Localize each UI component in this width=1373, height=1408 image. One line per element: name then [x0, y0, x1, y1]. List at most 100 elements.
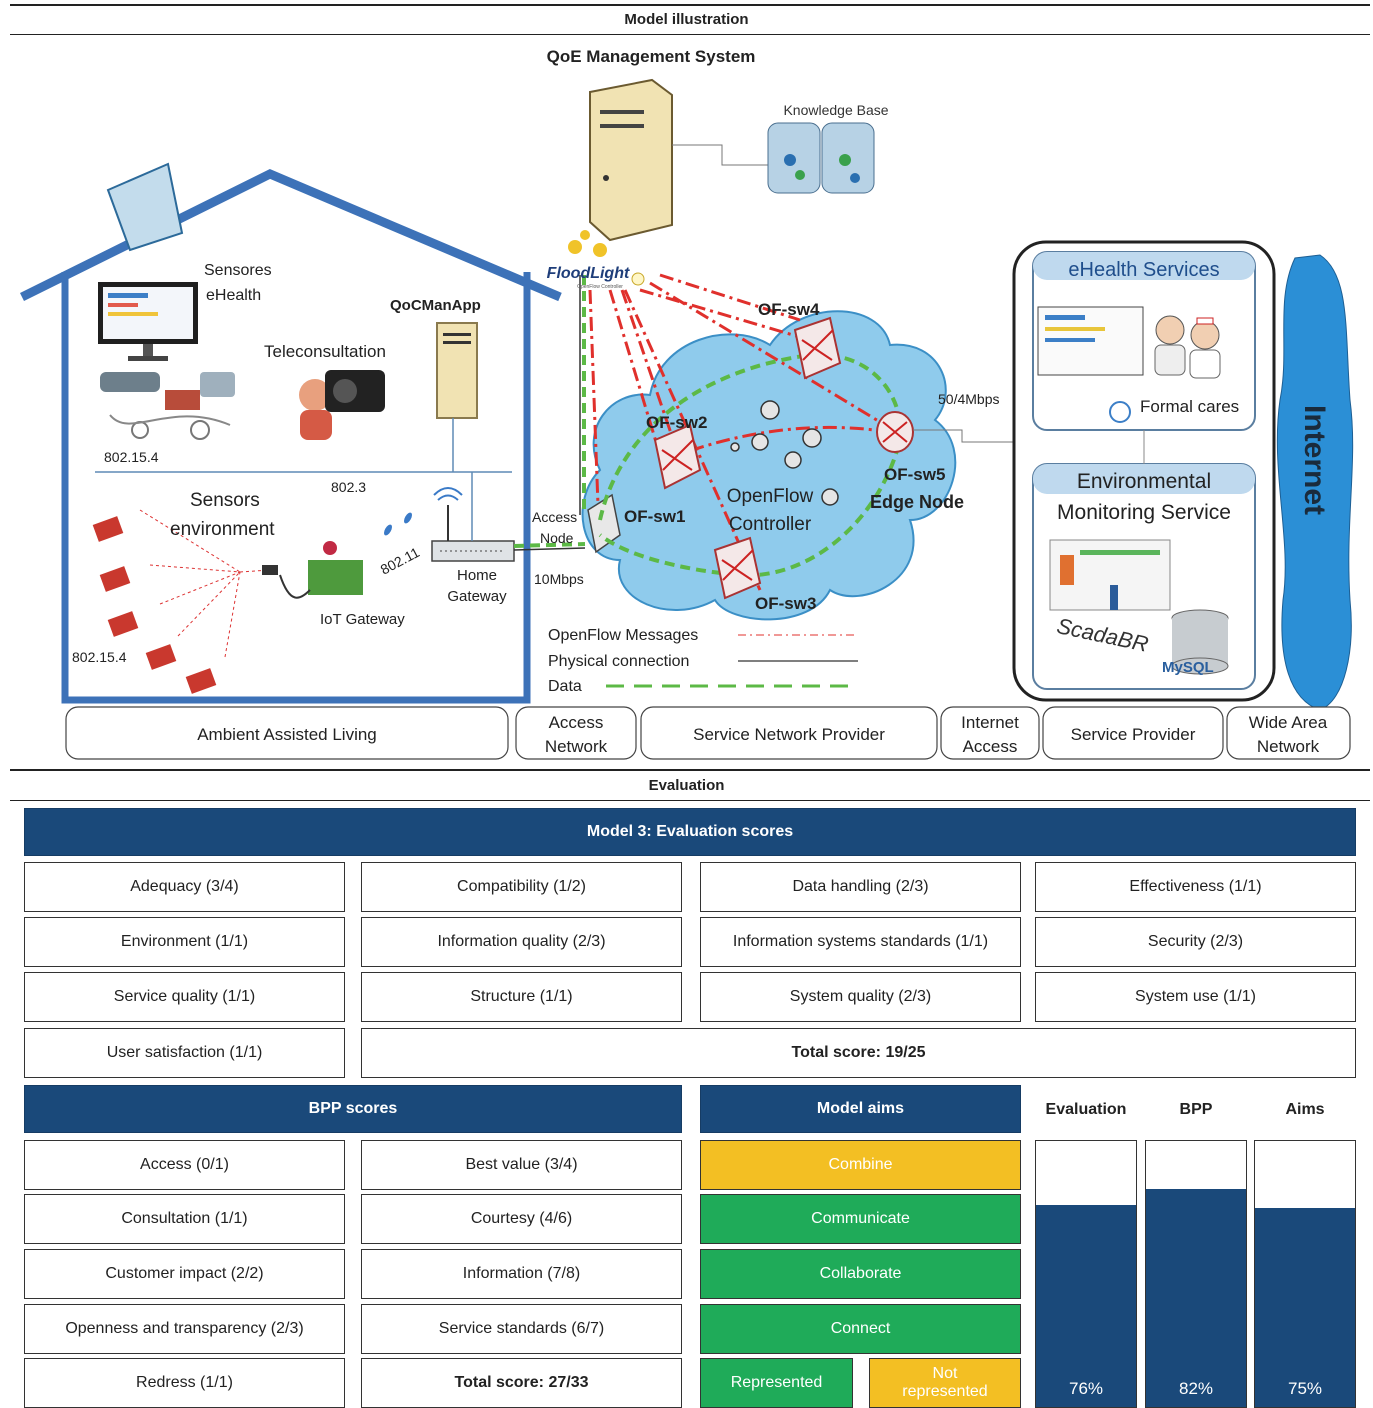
zone-wan-1: Wide Area: [1249, 713, 1328, 732]
qoe-server-icon: [589, 78, 673, 242]
edge-node-label: Edge Node: [870, 492, 964, 512]
sw4-label: OF-sw4: [758, 300, 820, 319]
score-bar-fill: [1146, 1188, 1246, 1407]
evaluation-item: User satisfaction (1/1): [24, 1028, 345, 1078]
aim-collaborate: Collaborate: [700, 1249, 1021, 1299]
qocmanapp-server-icon: [436, 322, 478, 472]
sensores-label: Sensores: [204, 262, 272, 279]
of-controller-label-2: Controller: [729, 514, 812, 535]
ehealth-monitor-icon: [98, 282, 198, 361]
zone-snp: Service Network Provider: [693, 725, 885, 744]
proto-802154-b-label: 802.15.4: [72, 649, 127, 665]
sensor-links: [139, 509, 271, 658]
house: [20, 162, 562, 704]
evaluation-top-rule: [10, 769, 1370, 771]
ehealth-services-label: eHealth Services: [1068, 259, 1219, 281]
aims-header: Model aims: [700, 1085, 1021, 1133]
illustration-title-rule: [10, 34, 1370, 35]
zone-wan-2: Network: [1257, 737, 1320, 756]
aim-combine: Combine: [700, 1140, 1021, 1190]
score-bar-percent: 76%: [1068, 1379, 1104, 1398]
speed-10-label: 10Mbps: [534, 571, 584, 587]
bpp-total: Total score: 27/33: [361, 1358, 682, 1408]
bpp-item: Openness and transparency (2/3): [24, 1304, 345, 1354]
data-links: [582, 275, 903, 578]
ehealth-screen-icon: [1037, 306, 1144, 423]
aim-communicate: Communicate: [700, 1194, 1021, 1244]
iot-gateway-icon: [262, 541, 363, 599]
evaluation-item: Environment (1/1): [24, 917, 345, 967]
doctors-icon: [1154, 315, 1221, 379]
bar-title-bpp: BPP: [1179, 1101, 1213, 1118]
switch-sw3-icon: [713, 536, 762, 600]
bpp-item: Information (7/8): [361, 1249, 682, 1299]
top-rule: [10, 4, 1370, 6]
iot-gateway-label: IoT Gateway: [320, 611, 405, 628]
evaluation-title-rule: [10, 800, 1370, 801]
score-bar-fill: [1036, 1204, 1136, 1407]
sw1-label: OF-sw1: [624, 507, 685, 526]
switch-sw5-icon: [876, 411, 914, 453]
evaluation-header: Model 3: Evaluation scores: [24, 808, 1356, 856]
proto-8023-label: 802.3: [331, 479, 366, 495]
medical-devices-icon: [100, 372, 235, 440]
aims-legend-not-represented: Not represented: [869, 1358, 1021, 1408]
bpp-item: Redress (1/1): [24, 1358, 345, 1408]
controller-nodes: [730, 400, 839, 506]
bar-title-evaluation: Evaluation: [1045, 1101, 1127, 1118]
evaluation-item: Effectiveness (1/1): [1035, 862, 1356, 912]
qoe-system-label: QoE Management System: [547, 47, 756, 66]
aims-legend-represented: Represented: [700, 1358, 853, 1408]
zone-access-network-2: Network: [545, 737, 608, 756]
zone-service-provider: Service Provider: [1071, 725, 1196, 744]
score-bar-aims: 75%: [1254, 1140, 1356, 1408]
bpp-item: Customer impact (2/2): [24, 1249, 345, 1299]
ehealth-label: eHealth: [206, 287, 261, 304]
sw3-label: OF-sw3: [755, 594, 816, 613]
floodlight-logo-icon: [568, 230, 645, 286]
evaluation-item: Structure (1/1): [361, 972, 682, 1022]
bpp-header: BPP scores: [24, 1085, 682, 1133]
environment-label: environment: [170, 519, 275, 540]
score-bar-evaluation: 76%: [1035, 1140, 1137, 1408]
home-gateway-icon: [431, 472, 515, 562]
formal-cares-label: Formal cares: [1140, 397, 1239, 416]
legend-data-label: Data: [548, 678, 582, 695]
network-diagram: QoE Management System Knowledge Base Flo…: [20, 47, 1354, 760]
score-bar-percent: 75%: [1287, 1379, 1323, 1398]
evaluation-item: Data handling (2/3): [700, 862, 1021, 912]
knowledge-base-icon: [767, 122, 875, 194]
zone-aal: Ambient Assisted Living: [197, 725, 377, 744]
aim-connect: Connect: [700, 1304, 1021, 1354]
evaluation-item: System use (1/1): [1035, 972, 1356, 1022]
zone-internet-access-1: Internet: [961, 713, 1019, 732]
speed-50-label: 50/4Mbps: [938, 391, 999, 407]
score-bar-percent: 82%: [1178, 1379, 1214, 1398]
bpp-item: Access (0/1): [24, 1140, 345, 1190]
access-node-label-2: Node: [540, 530, 574, 546]
teleconsultation-icon: [299, 370, 385, 440]
monitoring-screen-icon: [1049, 539, 1229, 675]
sw5-label: OF-sw5: [884, 465, 945, 484]
illustration-title: Model illustration: [624, 11, 749, 28]
evaluation-total: Total score: 19/25: [361, 1028, 1356, 1078]
evaluation-item: Information systems standards (1/1): [700, 917, 1021, 967]
evaluation-item: Information quality (2/3): [361, 917, 682, 967]
switch-sw4-icon: [793, 316, 842, 380]
home-gateway-label-1: Home: [457, 567, 497, 584]
switch-sw2-icon: [653, 423, 702, 490]
network-cloud: [581, 310, 957, 621]
of-controller-label-1: OpenFlow: [727, 486, 814, 507]
bpp-item: Courtesy (4/6): [361, 1194, 682, 1244]
floodlight-sub-label: OpenFlow Controller: [577, 284, 623, 290]
score-bar-bpp: 82%: [1145, 1140, 1247, 1408]
internet-label: Internet: [1298, 405, 1331, 515]
mysql-label: MySQL: [1162, 659, 1214, 676]
bar-title-aims: Aims: [1285, 1101, 1325, 1118]
evaluation-item: Security (2/3): [1035, 917, 1356, 967]
teleconsultation-label: Teleconsultation: [264, 342, 386, 361]
evaluation-title: Evaluation: [648, 777, 725, 794]
zone-access-network-1: Access: [549, 713, 604, 732]
floodlight-label: FloodLight: [547, 265, 630, 282]
env-monitor-label-1: Environmental: [1077, 470, 1211, 493]
